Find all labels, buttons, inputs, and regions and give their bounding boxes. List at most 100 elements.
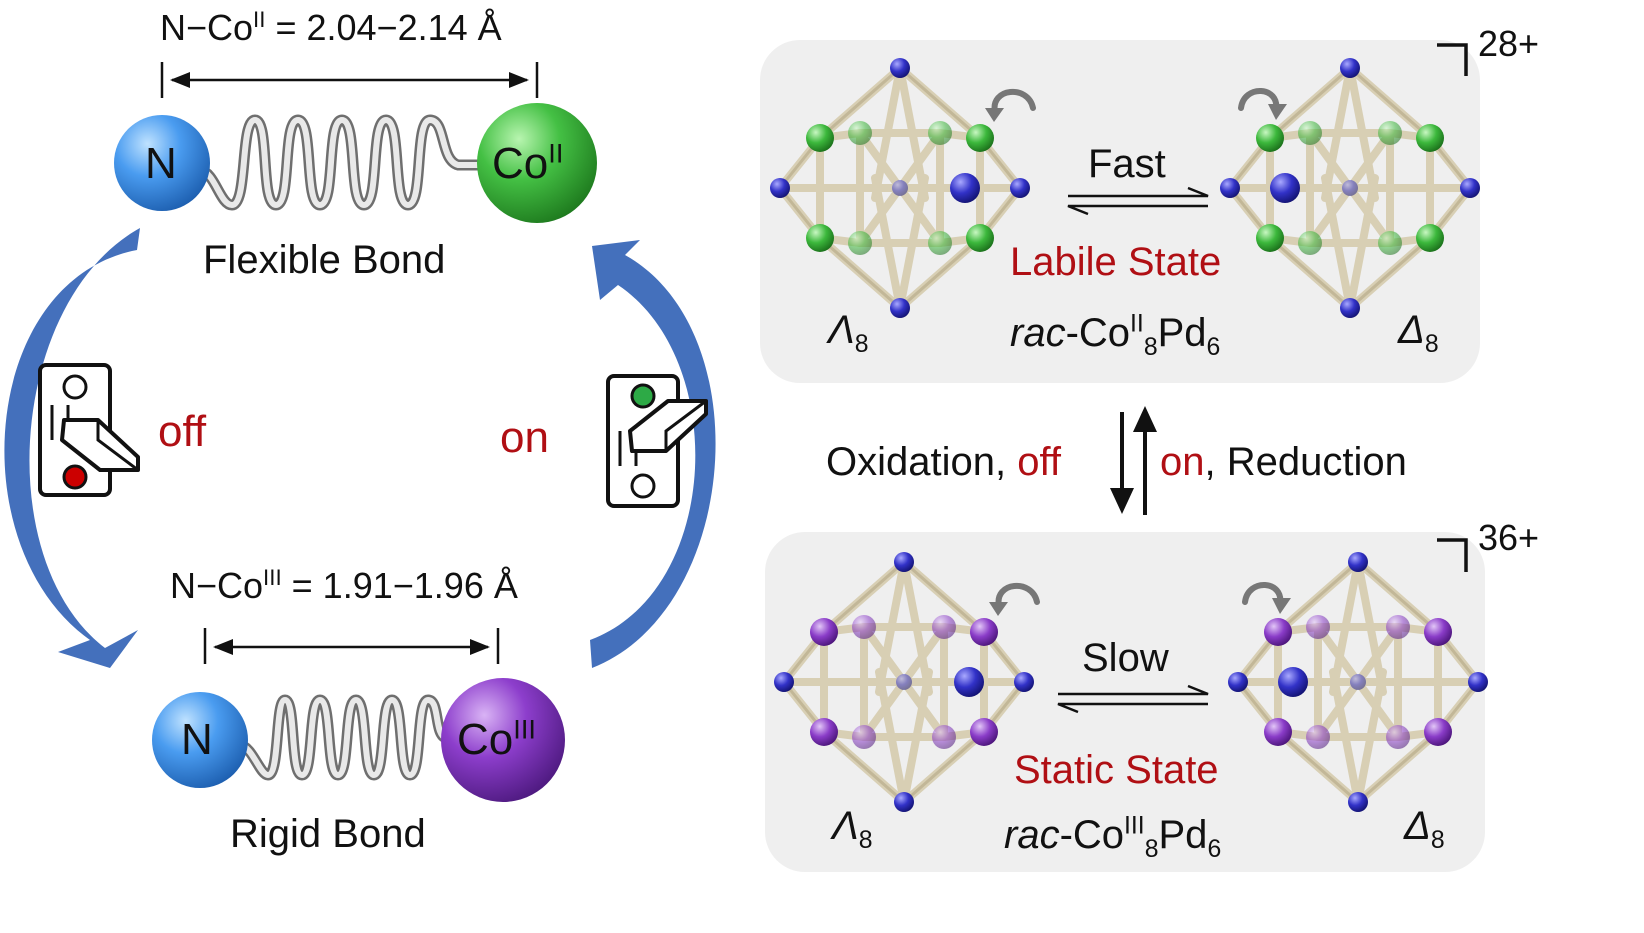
cobalt-node <box>966 124 994 152</box>
palladium-node <box>774 672 794 692</box>
cobalt-node <box>1264 718 1292 746</box>
cobalt-node <box>1306 615 1330 639</box>
oxidation-cycle-arrow <box>4 228 140 668</box>
nitrogen-atom-bottom <box>152 692 248 788</box>
charge-bracket-top <box>1437 43 1468 76</box>
cobalt-ii-atom <box>477 103 597 223</box>
cage-nodes-lambda-coii <box>770 58 1030 318</box>
cobalt-node <box>806 124 834 152</box>
off-switch-icon <box>38 363 140 497</box>
palladium-node <box>1220 178 1240 198</box>
rotation-arrow-icon <box>991 88 1284 609</box>
palladium-node <box>894 792 914 812</box>
cobalt-node <box>932 725 956 749</box>
cobalt-node <box>1378 231 1402 255</box>
coiii-formula: rac-CoIII8Pd6 <box>1004 812 1222 863</box>
charge-bracket-bottom <box>1437 538 1468 572</box>
cobalt-node <box>1386 725 1410 749</box>
cobalt-node <box>966 224 994 252</box>
palladium-node <box>890 298 910 318</box>
cobalt-node <box>1306 725 1330 749</box>
cobalt-node <box>810 618 838 646</box>
cobalt-node <box>932 615 956 639</box>
on-switch-icon <box>606 374 708 508</box>
cobalt-node <box>1256 224 1284 252</box>
palladium-node <box>890 58 910 78</box>
off-label: off <box>158 407 207 456</box>
charge-36-label: 36+ <box>1478 517 1540 558</box>
cobalt-node <box>928 231 952 255</box>
static-state-label: Static State <box>1014 748 1219 792</box>
palladium-node <box>1348 552 1368 572</box>
cobalt-node <box>848 231 872 255</box>
cobalt-node <box>970 718 998 746</box>
coii-formula: rac-CoII8Pd6 <box>1010 310 1221 361</box>
rotation-arrowhead-icon <box>985 104 1291 616</box>
lambda-isomer-label-top: Λ8 <box>828 308 869 358</box>
palladium-node <box>1340 298 1360 318</box>
palladium-node <box>1460 178 1480 198</box>
top-distance-indicator <box>160 62 539 98</box>
palladium-node <box>892 180 908 196</box>
reduction-cycle-arrow <box>590 240 716 668</box>
flexible-bond-caption: Flexible Bond <box>203 238 446 282</box>
cobalt-node <box>1264 618 1292 646</box>
equilibrium-arrows-slow <box>1057 684 1209 714</box>
cobalt-node <box>806 224 834 252</box>
nitrogen-atom-top <box>114 115 210 211</box>
cobalt-node <box>1416 224 1444 252</box>
cage-nodes-delta-coii <box>1220 58 1480 318</box>
bottom-distance-indicator <box>203 628 500 664</box>
front-palladium-node <box>1278 667 1308 697</box>
redox-arrows <box>1110 406 1157 515</box>
cobalt-node <box>928 121 952 145</box>
cage-nodes-lambda-coiii <box>774 552 1034 812</box>
palladium-node <box>1010 178 1030 198</box>
top-bond-distance-label: N−CoII = 2.04−2.14 Å <box>160 7 502 48</box>
palladium-node <box>1468 672 1488 692</box>
cobalt-iii-label: CoIII <box>457 713 536 764</box>
cobalt-node <box>1298 231 1322 255</box>
lambda-isomer-label-bottom: Λ8 <box>832 804 873 854</box>
palladium-node <box>1340 58 1360 78</box>
charge-28-label: 28+ <box>1478 23 1540 64</box>
nitrogen-label-bottom: N <box>181 715 213 764</box>
fast-label: Fast <box>1088 142 1166 186</box>
cobalt-iii-atom <box>441 678 565 802</box>
cobalt-node <box>852 725 876 749</box>
cobalt-node <box>1298 121 1322 145</box>
palladium-node <box>896 674 912 690</box>
cage-nodes-delta-coiii <box>1228 552 1488 812</box>
slow-label: Slow <box>1082 636 1169 680</box>
cobalt-node <box>1378 121 1402 145</box>
front-palladium-node <box>950 173 980 203</box>
equilibrium-arrows-fast <box>1067 186 1209 216</box>
cobalt-ii-label: CoII <box>492 137 564 188</box>
palladium-node <box>1350 674 1366 690</box>
cobalt-node <box>852 615 876 639</box>
oxidation-label: Oxidation, off <box>826 440 1061 484</box>
delta-isomer-label-top: Δ8 <box>1398 308 1439 358</box>
cobalt-node <box>810 718 838 746</box>
palladium-node <box>894 552 914 572</box>
palladium-node <box>1014 672 1034 692</box>
rigid-bond-caption: Rigid Bond <box>230 812 426 856</box>
front-palladium-node <box>1270 173 1300 203</box>
palladium-node <box>1228 672 1248 692</box>
on-label: on <box>500 413 549 462</box>
bottom-bond-distance-label: N−CoIII = 1.91−1.96 Å <box>170 565 518 606</box>
cobalt-node <box>1416 124 1444 152</box>
cobalt-node <box>970 618 998 646</box>
reduction-label: on, Reduction <box>1160 440 1407 484</box>
cobalt-node <box>848 121 872 145</box>
front-palladium-node <box>954 667 984 697</box>
cobalt-node <box>1424 718 1452 746</box>
cobalt-node <box>1424 618 1452 646</box>
palladium-node <box>770 178 790 198</box>
palladium-node <box>1342 180 1358 196</box>
palladium-node <box>1348 792 1368 812</box>
delta-isomer-label-bottom: Δ8 <box>1404 804 1445 854</box>
cobalt-node <box>1256 124 1284 152</box>
cobalt-node <box>1386 615 1410 639</box>
nitrogen-label-top: N <box>145 139 177 188</box>
